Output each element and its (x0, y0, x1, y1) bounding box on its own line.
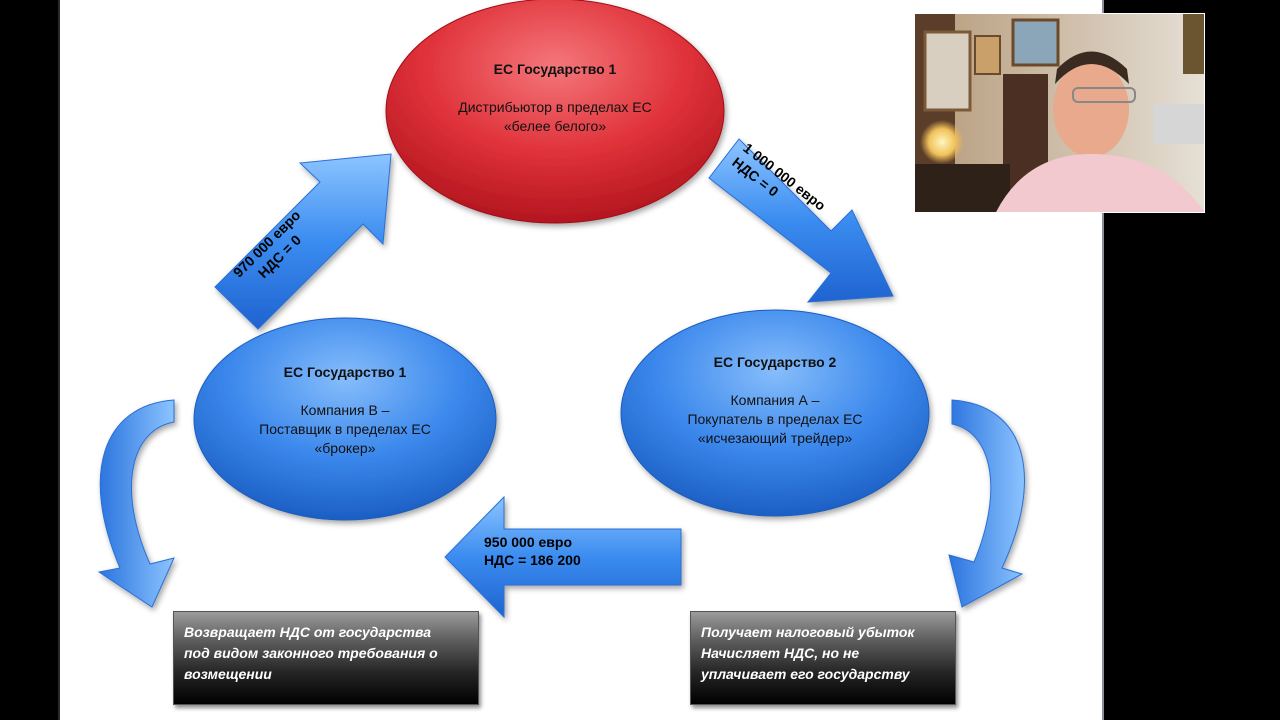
note-box-left-line1: Возвращает НДС от государства (184, 624, 432, 640)
node-distributor-line1: Дистрибьютор в пределах ЕС (458, 99, 652, 115)
arrow-label-a-to-b-amount: 950 000 евро (484, 534, 572, 550)
arrow-label-a-to-b-vat: НДС = 186 200 (484, 552, 581, 568)
node-company-a-line3: «исчезающий трейдер» (697, 430, 853, 446)
presenter-video-image (915, 14, 1204, 212)
node-company-b-line3: «брокер» (314, 440, 376, 456)
curved-arrow-right (948, 399, 1025, 608)
note-box-left: Возвращает НДС от государства под видом … (173, 611, 479, 705)
note-box-right-line2: Начисляет НДС, но не (701, 645, 860, 661)
note-box-right-line3: уплачивает его государству (701, 666, 910, 682)
node-company-a (620, 309, 930, 517)
arrow-label-a-to-b: 950 000 евро НДС = 186 200 (484, 533, 581, 569)
node-distributor-text: ЕС Государство 1 Дистрибьютор в пределах… (405, 60, 705, 136)
webcam-overlay (914, 13, 1205, 213)
node-company-a-line2: Покупатель в пределах ЕС (687, 411, 863, 427)
diagram-canvas (97, 0, 1025, 619)
node-company-a-line1: Компания А – (730, 392, 820, 408)
note-box-right-line1: Получает налоговый убыток (701, 624, 915, 640)
node-company-a-text: ЕС Государство 2 Компания А – Покупатель… (625, 353, 925, 448)
note-box-right: Получает налоговый убыток Начисляет НДС,… (690, 611, 956, 705)
node-company-b-text: ЕС Государство 1 Компания В – Поставщик … (195, 363, 495, 458)
note-box-left-line2: под видом законного требования о (184, 645, 438, 661)
note-box-left-line3: возмещении (184, 666, 272, 682)
node-distributor (385, 0, 725, 224)
node-company-a-title: ЕС Государство 2 (713, 354, 837, 370)
arrow-b-to-distributor (214, 153, 392, 330)
node-distributor-title: ЕС Государство 1 (493, 61, 617, 77)
node-distributor-line2: «белее белого» (503, 118, 607, 134)
arrow-a-to-b (444, 495, 682, 619)
node-company-b (193, 317, 497, 521)
node-company-b-line1: Компания В – (300, 402, 390, 418)
arrow-distributor-to-a (708, 138, 894, 303)
node-company-b-title: ЕС Государство 1 (283, 364, 407, 380)
node-company-b-line2: Поставщик в пределах ЕС (259, 421, 431, 437)
curved-arrow-left (97, 399, 175, 608)
